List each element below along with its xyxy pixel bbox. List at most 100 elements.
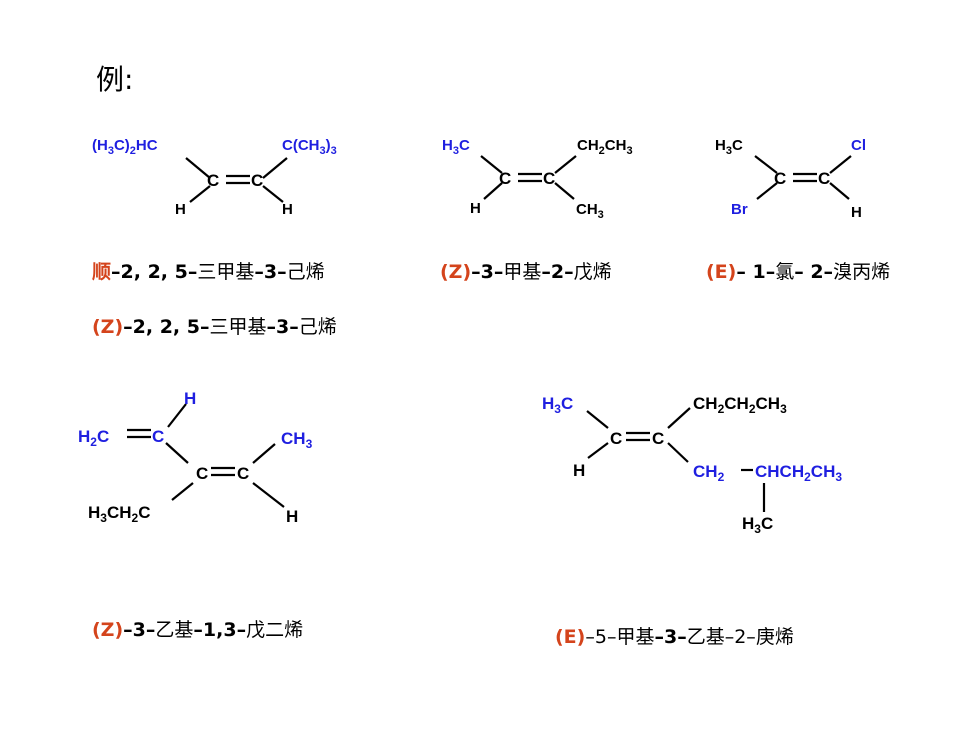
bond-m1-br — [262, 185, 284, 203]
molecule-3 — [754, 155, 852, 200]
m5-chain-rest: CHCH2CH3 — [755, 462, 842, 484]
m2-substituent-top-right: CH2CH3 — [577, 137, 633, 157]
molecule-5 — [586, 407, 766, 512]
m4-name: (Z)–3–乙基–1,3–戊二烯 — [92, 615, 303, 642]
bond-m5-bl — [587, 442, 609, 459]
bond-m3-tr — [829, 155, 852, 174]
m5-substituent-bottom-left: H — [573, 461, 585, 480]
bond-m1-bl — [189, 185, 211, 203]
bond-m2-tr — [554, 155, 577, 174]
m5-chain-ch2: CH2 — [693, 462, 725, 484]
bond-m5-br — [667, 442, 689, 463]
m2-substituent-bottom-right: CH3 — [576, 201, 604, 221]
m5-name-p1: –5– — [585, 626, 617, 648]
m5-name-p3: –3– — [654, 626, 687, 648]
m1-name-cis-p2: 三甲基 — [197, 261, 255, 283]
m1-name-z-p1: –2, 2, 5– — [123, 316, 210, 338]
m1-carbon-1: C — [207, 171, 219, 190]
m2-name: (Z)–3–甲基–2–戊烯 — [440, 257, 612, 284]
m1-name-z: (Z)–2, 2, 5–三甲基–3–己烯 — [92, 312, 337, 339]
m3-name-p1: – 1– — [736, 261, 776, 283]
m3-substituent-top-left: H3C — [715, 137, 743, 157]
m4-carbon-2: C — [237, 464, 249, 483]
bond-m3-br — [829, 182, 850, 200]
m1-name-z-config: (Z) — [92, 316, 124, 338]
bond-vinyl-h — [167, 403, 187, 428]
bond-vinyl-to-c — [165, 442, 189, 464]
m1-substituent-bottom-right: H — [282, 201, 293, 218]
bond-m3-tl — [754, 155, 778, 174]
m3-substituent-bottom-left: Br — [731, 201, 748, 218]
m5-carbon-2: C — [652, 429, 664, 448]
bond-m1-tl — [185, 157, 211, 179]
m5-name-p2: 甲基 — [616, 626, 655, 648]
m5-name-config: (E) — [555, 626, 586, 648]
m4-name-p4: 戊二烯 — [246, 619, 304, 641]
m5-substituent-top-left: H3C — [542, 394, 573, 416]
m1-name-cis-p1: –2, 2, 5– — [111, 261, 198, 283]
m4-substituent-top-right: CH3 — [281, 429, 313, 451]
m1-carbon-2: C — [251, 171, 263, 190]
m5-branch-methyl: H3C — [742, 514, 773, 536]
m1-name-z-p2: 三甲基 — [209, 316, 267, 338]
m1-name-cis-p4: 己烯 — [286, 261, 325, 283]
m1-substituent-top-right: C(CH3)3 — [282, 137, 337, 157]
m1-name-cis: 顺–2, 2, 5–三甲基–3–己烯 — [92, 257, 325, 284]
bond-m2-br — [554, 182, 575, 200]
m4-substituent-bottom-left: H3CH2C — [88, 503, 151, 525]
bond-m1-tr — [262, 157, 288, 179]
m3-substituent-top-right: Cl — [851, 137, 866, 154]
m2-name-config: (Z) — [440, 261, 472, 283]
m3-name-p2: 氯 — [775, 261, 795, 283]
m5-name-p6: 庚烯 — [755, 626, 794, 648]
m1-substituent-top-left: (H3C)2HC — [92, 137, 158, 157]
m2-substituent-top-left: H3C — [442, 137, 470, 157]
bond-m2-bl — [483, 182, 503, 200]
m4-substituent-bottom-right: H — [286, 507, 298, 526]
m2-name-p4: 戊烯 — [573, 261, 612, 283]
m2-name-p1: –3– — [471, 261, 504, 283]
m4-carbon-1: C — [196, 464, 208, 483]
bond-m5-tl — [586, 410, 609, 429]
m5-name: (E)–5–甲基–3–乙基–2–庚烯 — [555, 622, 794, 649]
m3-name: (E)– 1–氯– 2–溴丙烯 — [706, 257, 890, 284]
m4-vinyl-carbon: C — [152, 427, 164, 446]
m2-carbon-2: C — [543, 169, 555, 188]
m1-name-z-p4: 己烯 — [298, 316, 337, 338]
m2-substituent-bottom-left: H — [470, 200, 481, 217]
m4-name-config: (Z) — [92, 619, 124, 641]
bond-m2-tl — [480, 155, 503, 174]
molecule-1 — [185, 157, 288, 203]
m5-carbon-1: C — [610, 429, 622, 448]
m1-name-cis-p3: –3– — [254, 261, 287, 283]
m2-carbon-1: C — [499, 169, 511, 188]
m3-name-config: (E) — [706, 261, 737, 283]
m1-name-z-p3: –3– — [266, 316, 299, 338]
m3-substituent-bottom-right: H — [851, 204, 862, 221]
m4-name-p1: –3– — [123, 619, 156, 641]
example-heading: 例: — [96, 63, 134, 96]
m5-name-p5: –2– — [724, 626, 756, 648]
bond-m5-tr — [667, 407, 691, 429]
m2-name-p2: 甲基 — [503, 261, 542, 283]
m1-name-cis-config: 顺 — [92, 261, 112, 283]
molecule-4 — [127, 403, 285, 508]
m3-name-p4: 溴丙烯 — [833, 261, 891, 283]
bond-m4-bl — [171, 482, 194, 501]
molecule-2 — [480, 155, 577, 200]
m4-vinyl-ch2: H2C — [78, 427, 109, 449]
m4-name-p3: –1,3– — [193, 619, 247, 641]
m4-name-p2: 乙基 — [155, 619, 194, 641]
m2-name-p3: –2– — [541, 261, 574, 283]
m3-carbon-2: C — [818, 169, 830, 188]
bond-m4-tr — [252, 443, 276, 464]
m3-name-p3: – 2– — [794, 261, 834, 283]
m5-name-p4: 乙基 — [686, 626, 725, 648]
m3-carbon-1: C — [774, 169, 786, 188]
bond-m4-br — [252, 482, 285, 508]
m4-vinyl-hydrogen: H — [184, 389, 196, 408]
bond-m3-bl — [756, 182, 778, 200]
m5-substituent-top-right: CH2CH2CH3 — [693, 394, 787, 416]
